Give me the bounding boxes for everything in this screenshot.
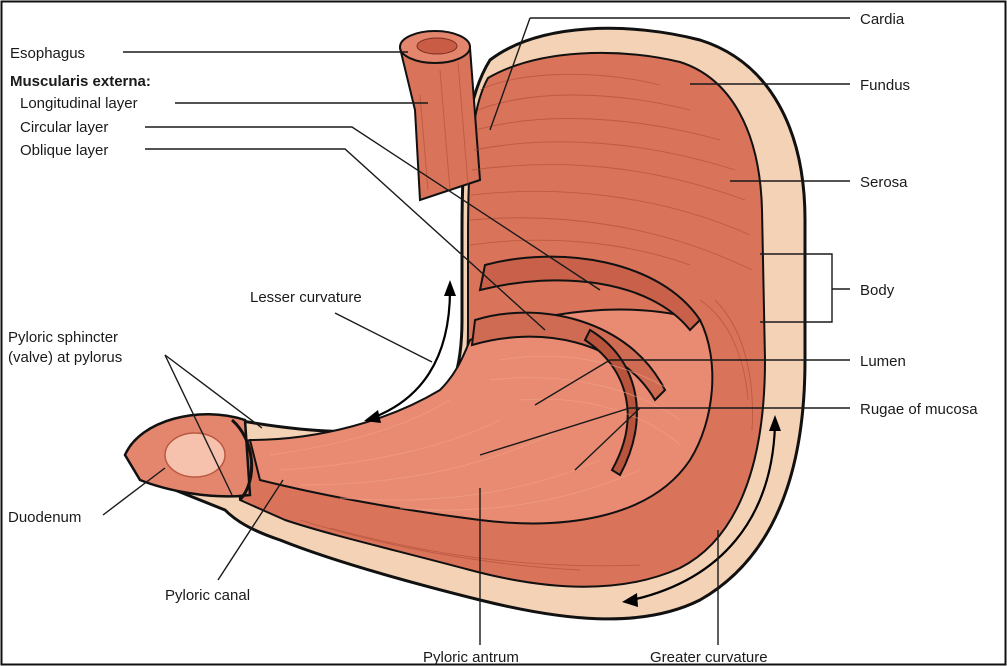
label-lumen: Lumen	[860, 353, 906, 370]
label-duodenum: Duodenum	[8, 509, 81, 526]
label-esophagus: Esophagus	[10, 45, 85, 62]
label-cardia: Cardia	[860, 11, 905, 28]
esophagus-lumen	[417, 38, 457, 54]
label-serosa: Serosa	[860, 174, 908, 191]
label-body: Body	[860, 282, 895, 299]
label-pyloric-antrum: Pyloric antrum	[423, 649, 519, 666]
label-oblique-layer: Oblique layer	[20, 142, 108, 159]
label-circular-layer: Circular layer	[20, 119, 108, 136]
label-pyloric-sphincter-line2: (valve) at pylorus	[8, 349, 122, 366]
label-pyloric-canal: Pyloric canal	[165, 587, 250, 604]
label-greater-curvature: Greater curvature	[650, 649, 768, 666]
duodenum-lumen	[165, 433, 225, 477]
label-pyloric-sphincter: Pyloric sphincter	[8, 329, 118, 346]
label-rugae-of-mucosa: Rugae of mucosa	[860, 401, 978, 418]
label-fundus: Fundus	[860, 77, 910, 94]
label-lesser-curvature: Lesser curvature	[250, 289, 362, 306]
label-longitudinal-layer: Longitudinal layer	[20, 95, 138, 112]
label-muscularis-externa: Muscularis externa:	[10, 73, 151, 90]
